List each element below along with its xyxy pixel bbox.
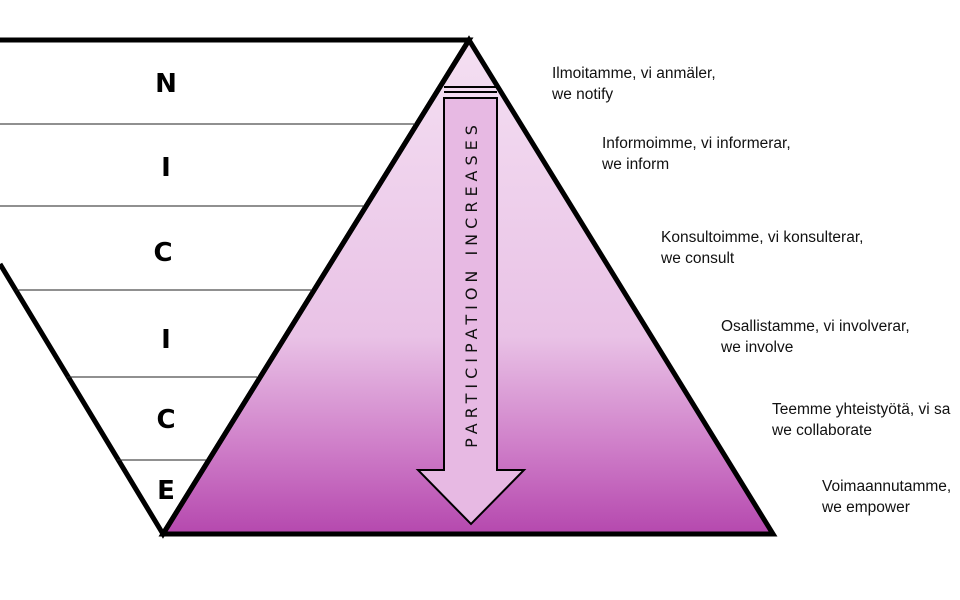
participation-arrow: PARTICIPATION INCREASES <box>415 86 527 526</box>
level-label-english: we inform <box>602 156 670 173</box>
funnel-letter: C <box>156 405 175 435</box>
level-label-english: we notify <box>552 86 614 103</box>
level-label-primary: Konsultoimme, vi konsulterar, <box>661 229 864 246</box>
funnel-letter: I <box>161 153 171 183</box>
level-empower: Voimaannutamme, we empower <box>822 476 960 518</box>
arrow-body <box>415 97 527 526</box>
level-label-primary: Osallistamme, vi involverar, <box>721 318 910 335</box>
funnel-letter: C <box>153 238 172 268</box>
funnel-letter: E <box>157 476 175 506</box>
level-label-english: we empower <box>822 499 910 516</box>
level-label-english: we consult <box>661 250 735 267</box>
level-label-primary: Voimaannutamme, <box>822 478 952 495</box>
level-notify: Ilmoitamme, vi anmäler, we notify <box>552 63 716 105</box>
level-label-english: we involve <box>721 339 794 356</box>
level-label-english: we collaborate <box>772 422 872 439</box>
level-label-primary: Informoimme, vi informerar, <box>602 135 791 152</box>
funnel-outline <box>0 37 474 539</box>
arrow-label: PARTICIPATION INCREASES <box>462 120 481 448</box>
level-inform: Informoimme, vi informerar, we inform <box>602 133 791 175</box>
funnel-letter: I <box>161 325 171 355</box>
level-collaborate: Teemme yhteistyötä, vi sa we collaborate <box>772 399 960 441</box>
level-label-primary: Ilmoitamme, vi anmäler, <box>552 65 716 82</box>
level-label-primary: Teemme yhteistyötä, vi sa <box>772 401 951 418</box>
level-involve: Osallistamme, vi involverar, we involve <box>721 316 910 358</box>
level-consult: Konsultoimme, vi konsulterar, we consult <box>661 227 863 269</box>
funnel-letter: N <box>155 69 177 99</box>
